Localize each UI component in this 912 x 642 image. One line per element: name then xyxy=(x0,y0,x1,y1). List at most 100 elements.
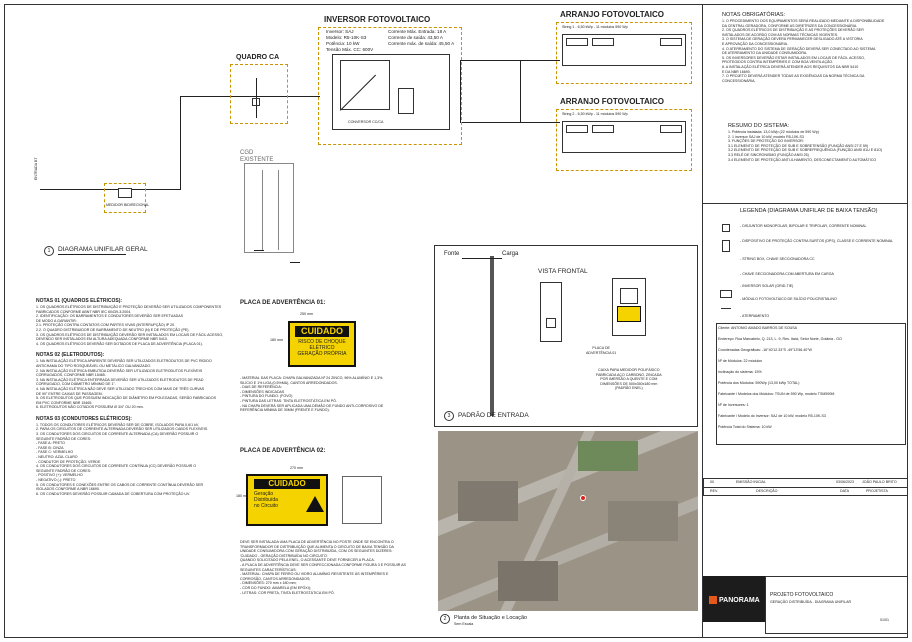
padrao-entrada-frame xyxy=(434,245,698,427)
inverter-box xyxy=(318,27,462,145)
caixa-description: CAIXA PARA MEDIDOR POLIFÁSICO FABRICADA … xyxy=(596,368,662,391)
company-logo: PANORAMA xyxy=(703,576,765,622)
cgd-label: CGD EXISTENTE xyxy=(240,150,274,163)
map-block xyxy=(498,561,558,601)
transformer-pole-icon xyxy=(342,476,382,524)
medidor-icon xyxy=(546,318,556,328)
carga-label: Carga xyxy=(502,251,519,257)
quadro-ca-box xyxy=(230,64,288,124)
pv-module-icon xyxy=(592,38,614,46)
rev-h-by: PROJETISTA xyxy=(866,489,888,493)
inverter-specs-left: Inversor: SAJ Modelo: R5-10K-S3 Potência… xyxy=(326,29,374,52)
rev-number: 00 xyxy=(710,480,714,484)
warning-sign-02: CUIDADO Geração Distribuída no Circuito xyxy=(246,474,328,526)
placa02-dim-w: 270 mm xyxy=(290,466,303,470)
legenda-title: LEGENDA (DIAGRAMA UNIFILAR DE BAIXA TENS… xyxy=(740,208,878,214)
inverter-relay-box xyxy=(398,88,414,114)
inverter-specs-right: Corrente Máx. Entrada: 18 A Corrente de … xyxy=(388,29,455,46)
notas02-list: 1. NA INSTALAÇÃO ELÉTRICA APARENTE DEVER… xyxy=(36,359,217,410)
inverter-inner-box xyxy=(332,54,450,130)
placa02-dim-h: 180 mm xyxy=(236,494,249,498)
pv-module-icon xyxy=(566,125,588,133)
company-name: PANORAMA xyxy=(719,597,760,604)
project-title: PROJETO FOTOVOLTAICO xyxy=(770,592,834,598)
array1-string: String 1 - 6,50 kWp - 11 módulos 590 Wp xyxy=(562,25,628,29)
ground-icon xyxy=(290,262,300,263)
rev-date: 03/06/2023 xyxy=(836,480,854,484)
pv-module-icon xyxy=(660,125,682,133)
map-block xyxy=(458,481,518,521)
ground-icon xyxy=(254,250,264,251)
padrao-title: PADRÃO DE ENTRADA xyxy=(458,412,529,419)
quadro-ca-title: QUADRO CA xyxy=(236,54,280,61)
notas02-title: NOTAS 02 (ELETRODUTOS): xyxy=(36,352,105,359)
dps-icon xyxy=(252,98,260,106)
placa01-title: PLACA DE ADVERTÊNCIA 01: xyxy=(240,300,326,306)
caixa-medidor-display xyxy=(620,288,638,304)
array2-modules xyxy=(562,121,686,153)
fonte-label: Fonte xyxy=(444,251,460,257)
entrance-label: ENTRADA BT xyxy=(34,157,38,180)
placa01-text: RISCO DE CHOQUE ELÉTRICO GERAÇÃO PRÓPRIA xyxy=(297,339,347,357)
notas03-list: 1. TODOS OS CONDUTORES ELÉTRICOS DEVERÃO… xyxy=(36,422,209,496)
pv-module-icon xyxy=(566,38,588,46)
pv-module-legend-icon xyxy=(720,290,732,298)
array1-box xyxy=(556,22,692,84)
diagram-number: 1 xyxy=(44,246,54,256)
placa01-dim-h: 180 mm xyxy=(270,338,283,342)
location-marker-icon xyxy=(580,495,586,501)
dados-rows: Cliente: ANTONIO AMADO BARROS DE SOUSA E… xyxy=(718,326,842,429)
diagram-title: DIAGRAMA UNIFILAR GERAL xyxy=(58,246,148,253)
array2-title: ARRANJO FOTOVOLTAICO xyxy=(560,97,664,106)
project-subtitle: GERAÇÃO DISTRIBUÍDA - DIAGRAMA UNIFILAR xyxy=(770,600,852,604)
rev-by: JOÃO PAULO BRITO xyxy=(862,480,897,484)
map-block xyxy=(608,501,678,541)
conversor-label: CONVERSOR CC/CA xyxy=(348,120,384,124)
converter-symbol xyxy=(340,60,390,110)
dps-legend-icon xyxy=(722,240,730,252)
rev-h-desc: DESCRIÇÃO xyxy=(756,489,778,493)
caixa-medidor xyxy=(612,278,646,336)
placa-mini-icon xyxy=(617,306,641,322)
array1-title: ARRANJO FOTOVOLTAICO xyxy=(560,10,664,19)
planta-title: Planta de Situação e Locação xyxy=(454,615,528,621)
padrao-number: 3 xyxy=(444,411,454,421)
array2-box xyxy=(556,109,692,171)
dados-table xyxy=(716,323,906,445)
rev-desc: EMISSÃO INICIAL xyxy=(736,480,766,484)
hazard-triangle-icon xyxy=(306,496,324,512)
rev-h-rev: REV. xyxy=(710,489,719,493)
logo-mark-icon xyxy=(709,596,717,604)
notas-column: NOTAS 01 (QUADROS ELÉTRICOS): 1. OS QUAD… xyxy=(36,298,226,496)
rev-h-date: DATA xyxy=(840,489,850,493)
warning-sign-01: CUIDADO RISCO DE CHOQUE ELÉTRICO GERAÇÃO… xyxy=(288,321,356,367)
placa-adv-label: PLACA DE ADVERTÊNCIA 01 xyxy=(586,346,617,355)
medidor-front-box xyxy=(540,282,562,342)
poste-icon xyxy=(490,256,494,416)
array1-modules xyxy=(562,34,686,66)
title-block xyxy=(765,576,908,634)
notas03-title: NOTAS 03 (CONDUTORES ELÉTRICOS): xyxy=(36,415,132,422)
planta-scale: Sem Escala xyxy=(454,622,474,626)
placa02-title: PLACA DE ADVERTÊNCIA 02: xyxy=(240,448,326,454)
legenda-items: - DISJUNTOR MONOPOLAR, BIPOLAR E TRIPOLA… xyxy=(740,224,894,318)
inverter-title: INVERSOR FOTOVOLTAICO xyxy=(324,15,431,24)
medidor-label: MEDIDOR BIDIRECIONAL xyxy=(106,203,150,207)
notas01-title: NOTAS 01 (QUADROS ELÉTRICOS): xyxy=(36,298,123,304)
resumo-sistema: RESUMO DO SISTEMA: 1. Potência instalada… xyxy=(728,123,883,162)
placa01-dim-w: 250 mm xyxy=(300,312,313,316)
placa02-text: Geração Distribuída no Circuito xyxy=(254,491,278,509)
pv-module-icon xyxy=(592,125,614,133)
drawing-sheet xyxy=(4,4,908,638)
notas-obrigatorias: NOTAS OBRIGATÓRIAS: 1. O PROCEDIMENTO DO… xyxy=(722,12,885,83)
site-location-map xyxy=(438,431,698,611)
cgd-box xyxy=(244,163,294,253)
vista-frontal-title: VISTA FRONTAL xyxy=(538,268,588,275)
notas01-list: 1. OS QUADROS ELÉTRICOS DE DISTRIBUIÇÃO … xyxy=(36,305,224,346)
array2-string: String 2 - 6,50 kWp - 11 módulos 590 Wp xyxy=(562,112,628,116)
meter-icon xyxy=(118,188,132,198)
placa01-notes: - MATERIAL DAS PLACA: CHAPA GALVANIZADA … xyxy=(240,376,384,413)
breaker-legend-icon xyxy=(722,224,730,232)
medidor-box xyxy=(104,183,146,213)
planta-number: 2 xyxy=(440,614,450,624)
